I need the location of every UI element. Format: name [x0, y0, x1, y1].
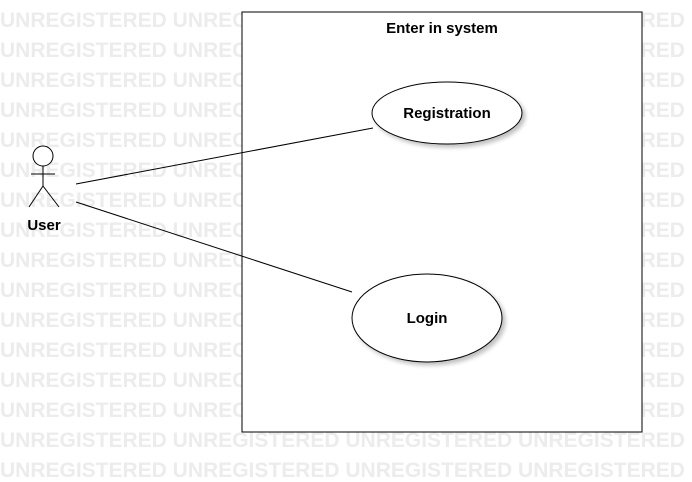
system-boundary-box[interactable]	[241, 11, 643, 433]
system-boundary[interactable]: Enter in system	[241, 11, 643, 433]
use-case-ellipse[interactable]	[351, 273, 503, 363]
association-user-registration[interactable]	[75, 127, 374, 185]
use-case-registration[interactable]: Registration	[371, 81, 523, 145]
use-case-label: Login	[407, 310, 448, 327]
use-case-login[interactable]: Login	[351, 273, 503, 363]
association-user-login[interactable]	[75, 201, 353, 293]
use-case-label: Registration	[403, 105, 491, 122]
use-case-ellipse[interactable]	[371, 81, 523, 145]
actor-name: User	[27, 217, 61, 234]
stick-figure-icon	[28, 145, 60, 208]
actor-user[interactable]: User	[27, 145, 61, 234]
system-boundary-title: Enter in system	[386, 20, 498, 37]
